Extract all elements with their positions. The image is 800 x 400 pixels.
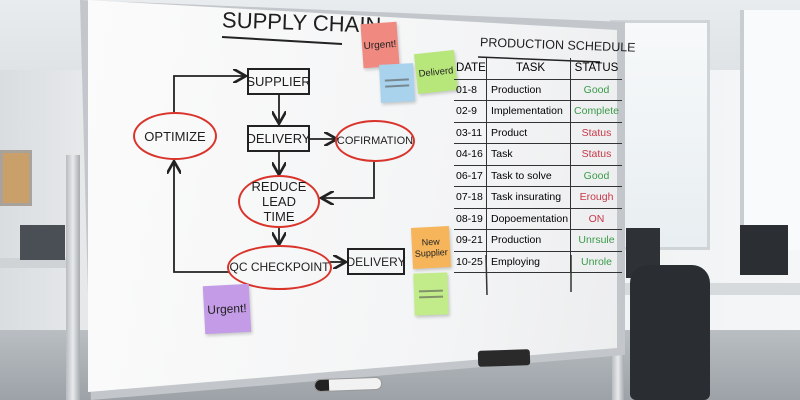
- cell-date: 01-8: [456, 83, 478, 96]
- cell-status: Unrsule: [570, 230, 622, 251]
- cell-status: Complete: [570, 101, 622, 122]
- title-underline: [221, 36, 343, 45]
- node-optimize: OPTIMIZE: [133, 112, 217, 160]
- header-date: DATE: [456, 62, 486, 75]
- monitor: [20, 225, 65, 260]
- cell-status: Unrole: [570, 251, 622, 272]
- desk: [0, 258, 70, 268]
- cell-task: Task insurating: [486, 187, 570, 208]
- node-qc-checkpoint: QC CHECKPOINT: [227, 245, 332, 290]
- cell-status: Erough: [570, 187, 622, 208]
- arrow-confirmation-reduce: [323, 162, 375, 198]
- stand-leg: [66, 155, 80, 400]
- header-status: STATUS: [570, 58, 622, 79]
- whiteboard: [88, 0, 617, 392]
- sticky-note-urgent-purple: Urgent!: [202, 283, 252, 335]
- window: [740, 10, 800, 250]
- schedule-underline: [477, 56, 601, 63]
- cell-task: Production: [486, 79, 570, 100]
- cell-status: Status: [570, 122, 622, 143]
- sticky-note-delivered: Deliverd: [414, 50, 458, 94]
- node-delivery: DELIVERY: [246, 125, 311, 152]
- node-reduce-lead-time: REDUCE LEAD TIME: [238, 175, 320, 228]
- cell-date: 07-18: [456, 191, 483, 204]
- cell-date: 08-19: [456, 212, 483, 225]
- node-delivery-2: DELIVERY: [346, 248, 406, 275]
- sticky-note-urgent-red: Urgent!: [360, 21, 400, 69]
- sticky-note-blue: [379, 63, 415, 103]
- cell-task: Product: [486, 122, 570, 143]
- eraser[interactable]: [477, 349, 531, 367]
- node-supplier: SUPPLIER: [246, 68, 311, 95]
- table-row: 02-9 Implementation Complete: [454, 101, 622, 123]
- header-task: TASK: [486, 58, 570, 79]
- cell-date: 10-25: [456, 255, 483, 268]
- sticky-note-green-small: [413, 272, 449, 316]
- marker-cap: [314, 379, 330, 392]
- cell-task: Task: [486, 144, 570, 165]
- cell-date: 02-9: [456, 105, 478, 118]
- office-chair: [630, 265, 710, 400]
- cell-status: Good: [570, 165, 622, 186]
- marker[interactable]: [313, 376, 383, 393]
- table-row: 01-8 Production Good: [454, 79, 622, 101]
- cell-status: Good: [570, 79, 622, 100]
- cell-date: 04-16: [456, 148, 483, 161]
- cell-status: Status: [570, 144, 622, 165]
- corkboard: [0, 150, 32, 206]
- cell-task: Employing: [486, 251, 570, 272]
- table-row: 06-17 Task to solve Good: [454, 165, 622, 187]
- cell-date: 06-17: [456, 169, 483, 182]
- arrow-qc-optimize: [174, 163, 229, 273]
- table-row: 03-11 Product Status: [454, 122, 622, 144]
- sticky-note-new-supplier: New Supplier: [410, 226, 452, 269]
- table-header: DATE TASK STATUS: [454, 58, 622, 80]
- monitor: [740, 225, 788, 275]
- cell-date: 09-21: [456, 234, 483, 247]
- table-row: 07-18 Task insurating Erough: [454, 187, 622, 209]
- table-row: 08-19 Dopoementation ON: [454, 208, 622, 230]
- cell-status: ON: [570, 208, 622, 229]
- cell-task: Production: [486, 230, 570, 251]
- table-row: 09-21 Production Unrsule: [454, 230, 622, 252]
- table-row: 10-25 Employing Unrole: [454, 251, 622, 273]
- cell-date: 03-11: [456, 126, 483, 139]
- diagram-title: SUPPLY CHAIN: [221, 7, 382, 38]
- arrow-optimize-supplier: [173, 76, 244, 112]
- cell-task: Implementation: [486, 101, 570, 122]
- table-row: 04-16 Task Status: [454, 144, 622, 166]
- cell-task: Task to solve: [486, 165, 570, 186]
- node-confirmation: COFIRMATION: [335, 120, 415, 162]
- cell-task: Dopoementation: [486, 208, 570, 229]
